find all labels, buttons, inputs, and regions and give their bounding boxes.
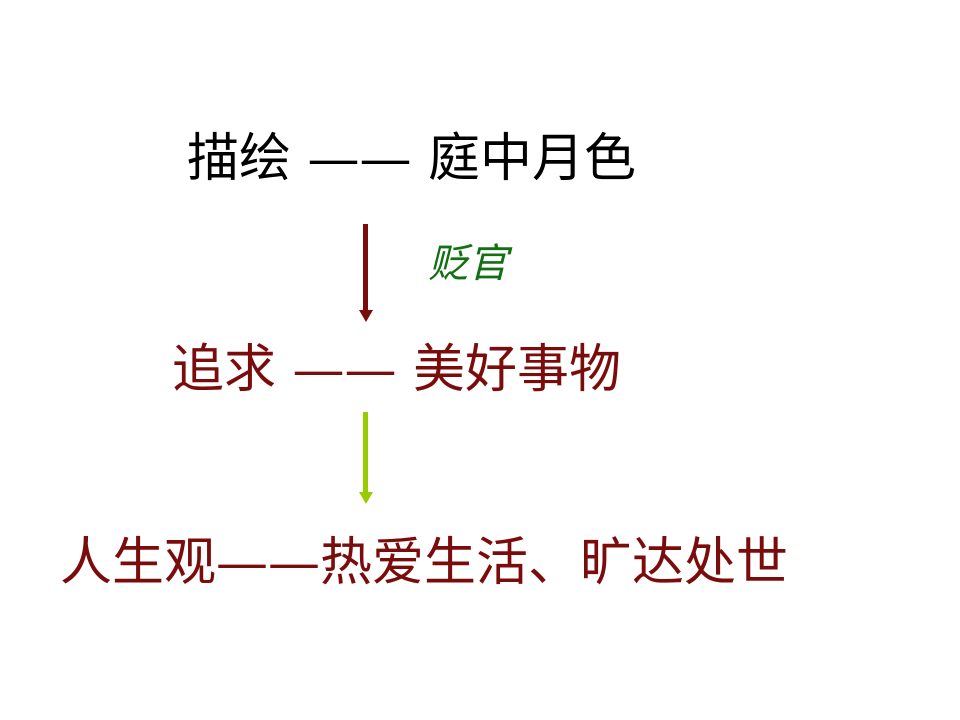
pursuit-line: 追求 —— 美好事物	[172, 340, 622, 400]
demotion-annotation: 贬官	[428, 241, 508, 287]
down-arrow-icon	[356, 412, 376, 504]
arrow-shaft	[363, 412, 368, 494]
arrow-head	[359, 310, 373, 322]
arrow-head	[359, 492, 373, 504]
down-arrow-icon	[356, 224, 376, 322]
life-view-line: 人生观——热爱生活、旷达处世	[60, 533, 789, 593]
arrow-shaft	[363, 224, 368, 312]
describe-line: 描绘 —— 庭中月色	[187, 129, 637, 189]
